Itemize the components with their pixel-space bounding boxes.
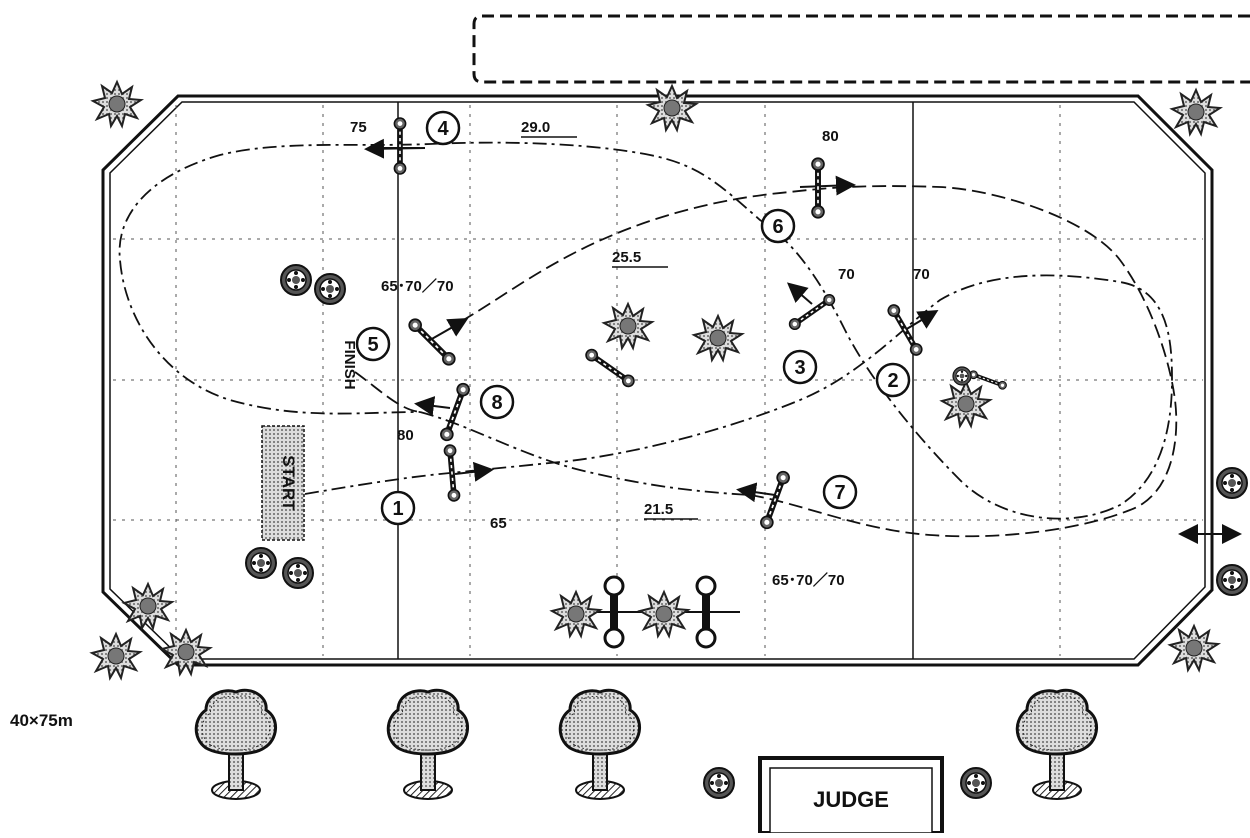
distances: 29.0 25.5 21.5 [521,119,698,520]
distance-3: 21.5 [644,501,673,518]
finish-label: FINISH [341,340,358,389]
center-lines [397,102,914,659]
distance-1: 29.0 [521,119,550,136]
obstacle-numbers: 1 2 3 4 5 6 7 8 [355,110,911,526]
obstacle-number-7: 7 [822,474,858,510]
obstacle-number-1: 1 [380,490,416,526]
direction-arrows [364,138,1242,544]
svg-text:6: 6 [772,216,783,238]
height-7: 65･70／70 [772,571,845,589]
svg-text:8: 8 [491,392,502,414]
warmup-area-outline [472,14,1250,84]
svg-text:2: 2 [887,370,898,392]
svg-text:3: 3 [794,357,805,379]
start-marker: START [261,425,305,541]
obstacle-number-2: 2 [875,362,911,398]
obstacle-number-3: 3 [782,349,818,385]
arena-grid [113,105,1203,656]
height-5: 65･70／70 [381,277,454,295]
obstacle-heights: 75 80 70 70 65･70／70 80 65 65･70／70 [350,119,930,589]
obstacle-number-6: 6 [760,208,796,244]
obstacle-number-5: 5 [355,326,391,362]
distance-2: 25.5 [612,249,641,266]
svg-text:5: 5 [367,334,378,356]
svg-text:7: 7 [834,482,845,504]
arena-fence [101,94,1214,667]
judge-box: JUDGE [758,756,944,835]
svg-text:1: 1 [392,498,403,520]
judge-label: JUDGE [813,787,889,812]
obstacle-number-4: 4 [425,110,461,146]
height-8: 80 [397,427,414,444]
obstacle-jumps [380,118,1010,649]
height-2: 70 [913,266,930,283]
start-label: START [279,455,298,511]
arena-size-label: 40×75m [10,711,73,730]
obstacle-number-8: 8 [479,384,515,420]
height-3: 70 [838,266,855,283]
height-6: 80 [822,128,839,145]
svg-text:4: 4 [437,118,449,140]
height-1: 65 [490,515,507,532]
height-4: 75 [350,119,367,136]
